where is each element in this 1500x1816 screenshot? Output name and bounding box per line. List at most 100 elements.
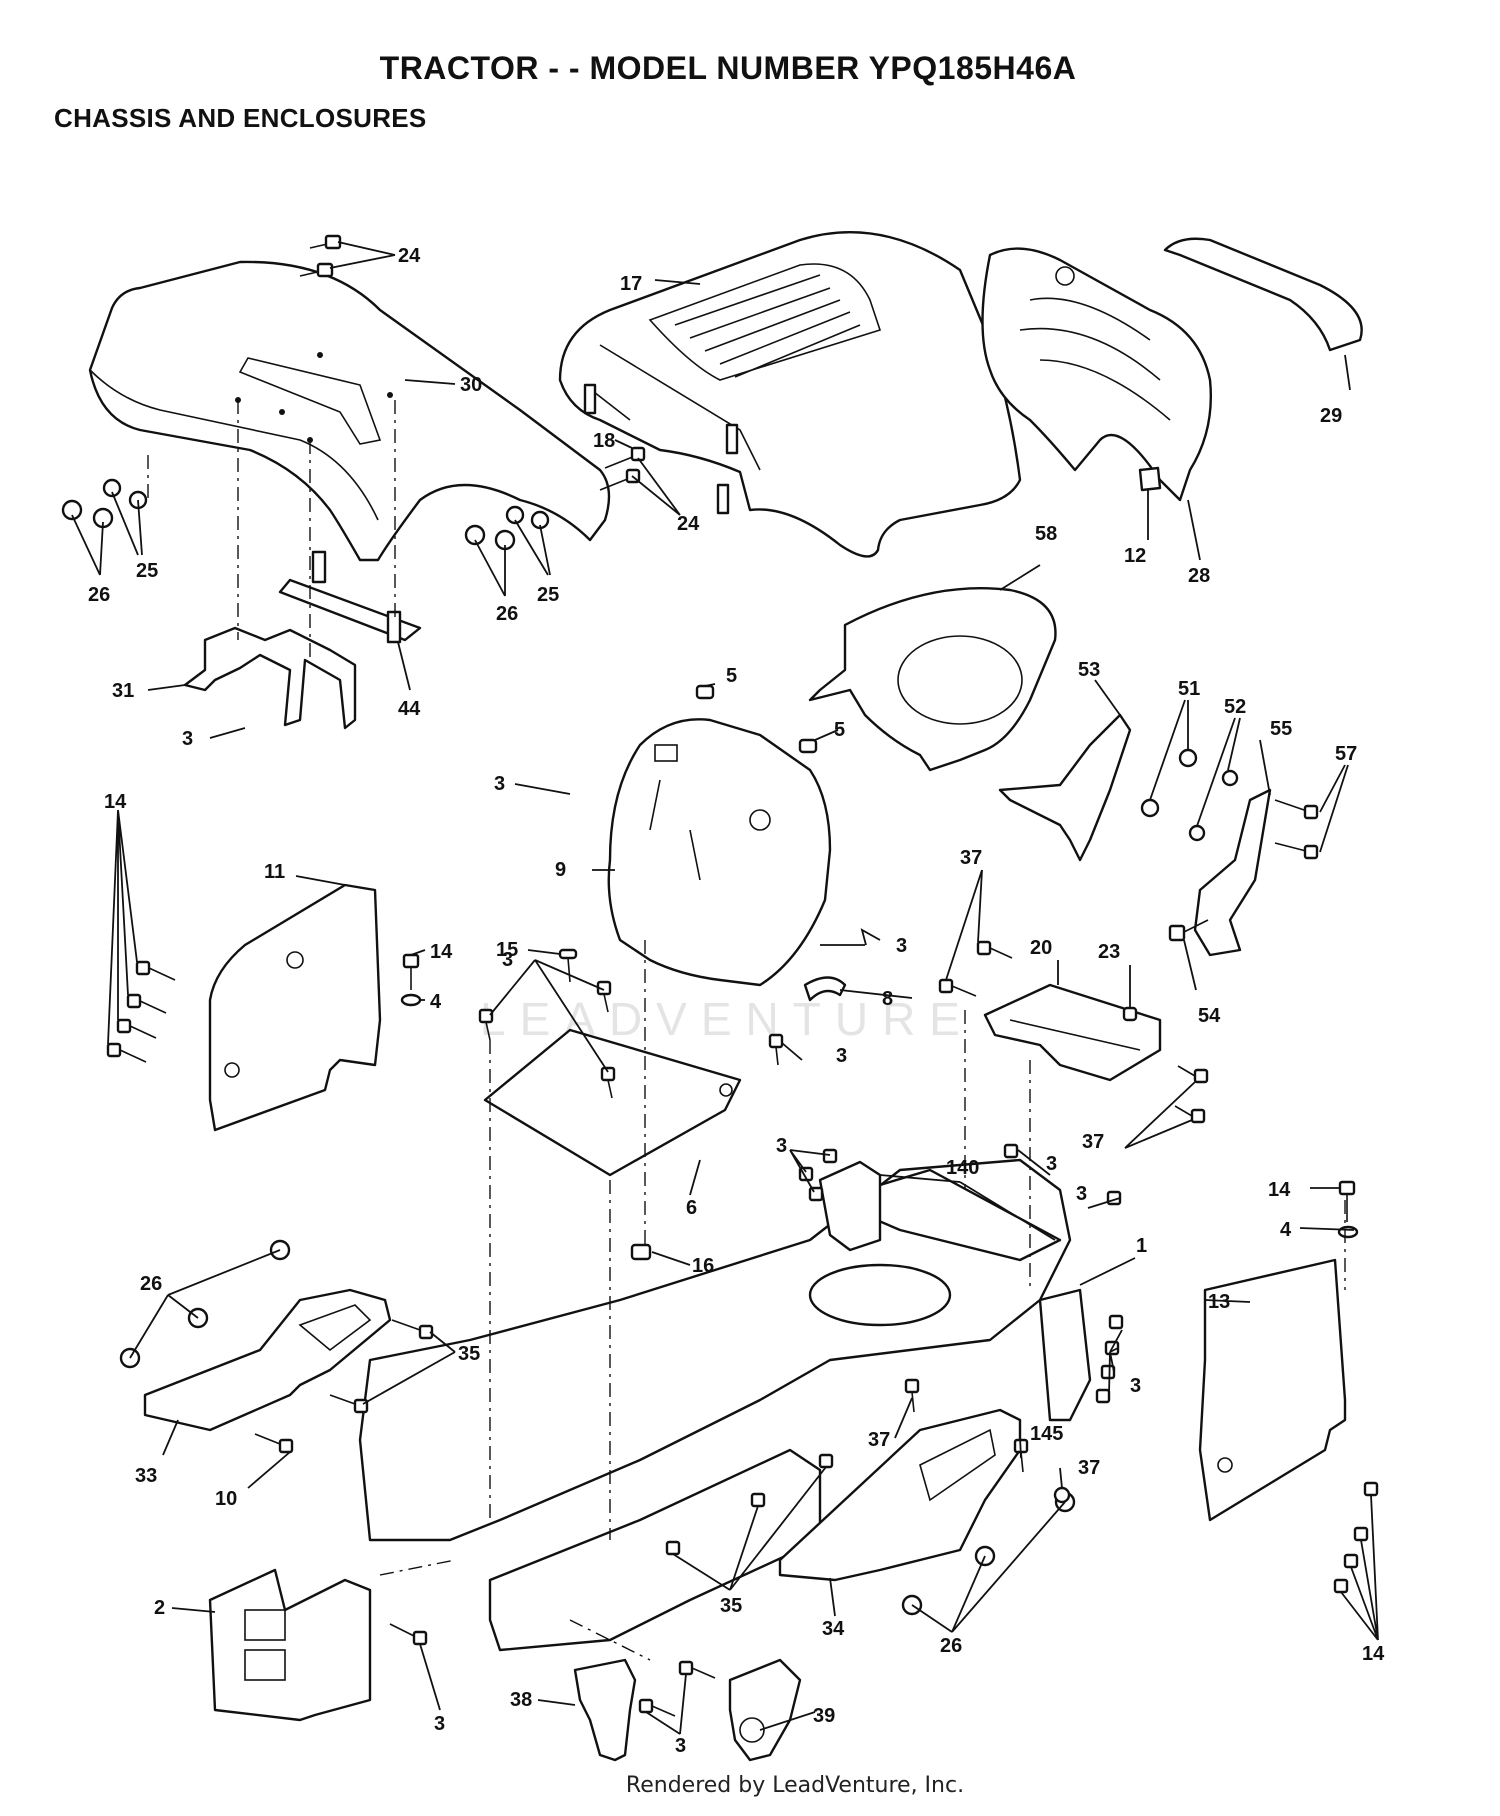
callout-3c: 3 (896, 935, 907, 957)
callout-18: 18 (593, 430, 615, 452)
nut-washer-group-left (61, 478, 148, 529)
callout-51: 51 (1178, 678, 1200, 700)
callout-37c: 37 (868, 1429, 890, 1451)
callout-37b: 37 (1082, 1131, 1104, 1153)
callout-39: 39 (813, 1705, 835, 1727)
callout-25a: 25 (136, 560, 158, 582)
callout-3k: 3 (675, 1735, 686, 1757)
bolt-part-57-pair (1274, 799, 1319, 860)
side-panel-part-13 (1198, 1258, 1347, 1522)
callout-37a: 37 (960, 847, 982, 869)
callout-20: 20 (1030, 937, 1052, 959)
callout-14c: 14 (1268, 1179, 1291, 1201)
callout-4b: 4 (1280, 1219, 1292, 1241)
callout-2: 2 (154, 1597, 165, 1619)
callout-26c: 26 (140, 1273, 162, 1295)
bolt-part-54 (1168, 919, 1209, 942)
callout-25b: 25 (537, 584, 559, 606)
callout-52: 52 (1224, 696, 1246, 718)
callout-57: 57 (1335, 743, 1357, 765)
nut-part-23 (1122, 1006, 1138, 1022)
callout-5b: 5 (834, 719, 845, 741)
side-panel-part-11 (208, 883, 382, 1132)
callout-24a: 24 (398, 245, 421, 267)
hood-part-17 (558, 231, 1022, 558)
screw-part-24-pair (299, 234, 342, 278)
callout-5a: 5 (726, 665, 737, 687)
callout-9: 9 (555, 859, 566, 881)
callout-44: 44 (398, 698, 421, 720)
watermark-text: LEADVENTURE (480, 993, 974, 1045)
assembly-centerlines (147, 400, 1346, 1661)
bolt-washer-part-14-4 (400, 953, 422, 1007)
callout-3f: 3 (776, 1135, 787, 1157)
nut-washer-group-center (464, 505, 550, 551)
callout-26d: 26 (940, 1635, 962, 1657)
dash-panel-part-9 (607, 718, 832, 987)
footrest-part-33 (143, 1288, 392, 1432)
nut-washer-part-51-52 (1140, 748, 1239, 842)
callout-3d: 3 (502, 949, 513, 971)
screw-part-3-lower-pair (638, 1660, 716, 1717)
grille-part-28 (981, 247, 1212, 502)
callout-3h: 3 (1076, 1183, 1087, 1205)
callout-53: 53 (1078, 659, 1100, 681)
callout-24b: 24 (677, 513, 700, 535)
clip-part-12 (1138, 466, 1162, 492)
callout-26b: 26 (496, 603, 518, 625)
callout-30: 30 (460, 374, 482, 396)
bracket-part-31 (183, 626, 357, 730)
callout-28: 28 (1188, 565, 1210, 587)
callout-14d: 14 (1362, 1643, 1385, 1665)
plate-part-44 (278, 550, 422, 644)
callout-54: 54 (1198, 1005, 1221, 1027)
callout-12: 12 (1124, 545, 1146, 567)
callout-3i: 3 (1130, 1375, 1141, 1397)
callout-35b: 35 (720, 1595, 742, 1617)
fender-part-30 (88, 260, 611, 562)
callout-3b: 3 (494, 773, 505, 795)
callout-3e: 3 (836, 1045, 847, 1067)
callout-labels: 24 17 30 29 18 24 25 26 26 25 12 28 58 3… (88, 245, 1385, 1757)
bracket-part-39 (728, 1658, 802, 1762)
bracket-part-2 (208, 1568, 372, 1722)
callout-23: 23 (1098, 941, 1120, 963)
callout-26a: 26 (88, 584, 110, 606)
grille-trim-part-29 (1163, 237, 1363, 352)
callout-8: 8 (882, 988, 893, 1010)
bracket-part-140 (818, 1160, 882, 1252)
callout-4a: 4 (430, 991, 442, 1013)
bracket-part-38 (573, 1658, 637, 1762)
callout-38: 38 (510, 1689, 532, 1711)
callout-31: 31 (112, 680, 134, 702)
shroud-part-58 (808, 587, 1057, 772)
bracket-part-53 (998, 713, 1132, 862)
bracket-part-55 (1193, 788, 1272, 957)
callout-55: 55 (1270, 718, 1292, 740)
callout-3j: 3 (434, 1713, 445, 1735)
bracket-part-20 (983, 983, 1162, 1082)
callout-1: 1 (1136, 1235, 1147, 1257)
callout-14b: 14 (430, 941, 453, 963)
callout-140: 140 (946, 1157, 979, 1179)
callout-33: 33 (135, 1465, 157, 1487)
main-frame-part-1 (358, 1158, 1092, 1652)
callout-13: 13 (1208, 1291, 1230, 1313)
callout-29: 29 (1320, 405, 1342, 427)
callout-leader-lines (71, 241, 1379, 1735)
callout-3g: 3 (1046, 1153, 1057, 1175)
callout-35a: 35 (458, 1343, 480, 1365)
callout-34: 34 (822, 1618, 845, 1640)
footer-credit: Rendered by LeadVenture, Inc. (625, 1773, 965, 1798)
section-subtitle: CHASSIS AND ENCLOSURES (54, 103, 427, 133)
callout-145: 145 (1030, 1423, 1063, 1445)
callout-17: 17 (620, 273, 642, 295)
screw-part-3-bracket2 (389, 1623, 428, 1646)
callout-14a: 14 (104, 791, 127, 813)
screw-part-18-24 (599, 446, 646, 491)
page-title: TRACTOR - - MODEL NUMBER YPQ185H46A (379, 50, 1077, 86)
clip-part-8 (803, 976, 847, 1002)
callout-15: 15 (496, 939, 518, 961)
callout-3a: 3 (182, 728, 193, 750)
